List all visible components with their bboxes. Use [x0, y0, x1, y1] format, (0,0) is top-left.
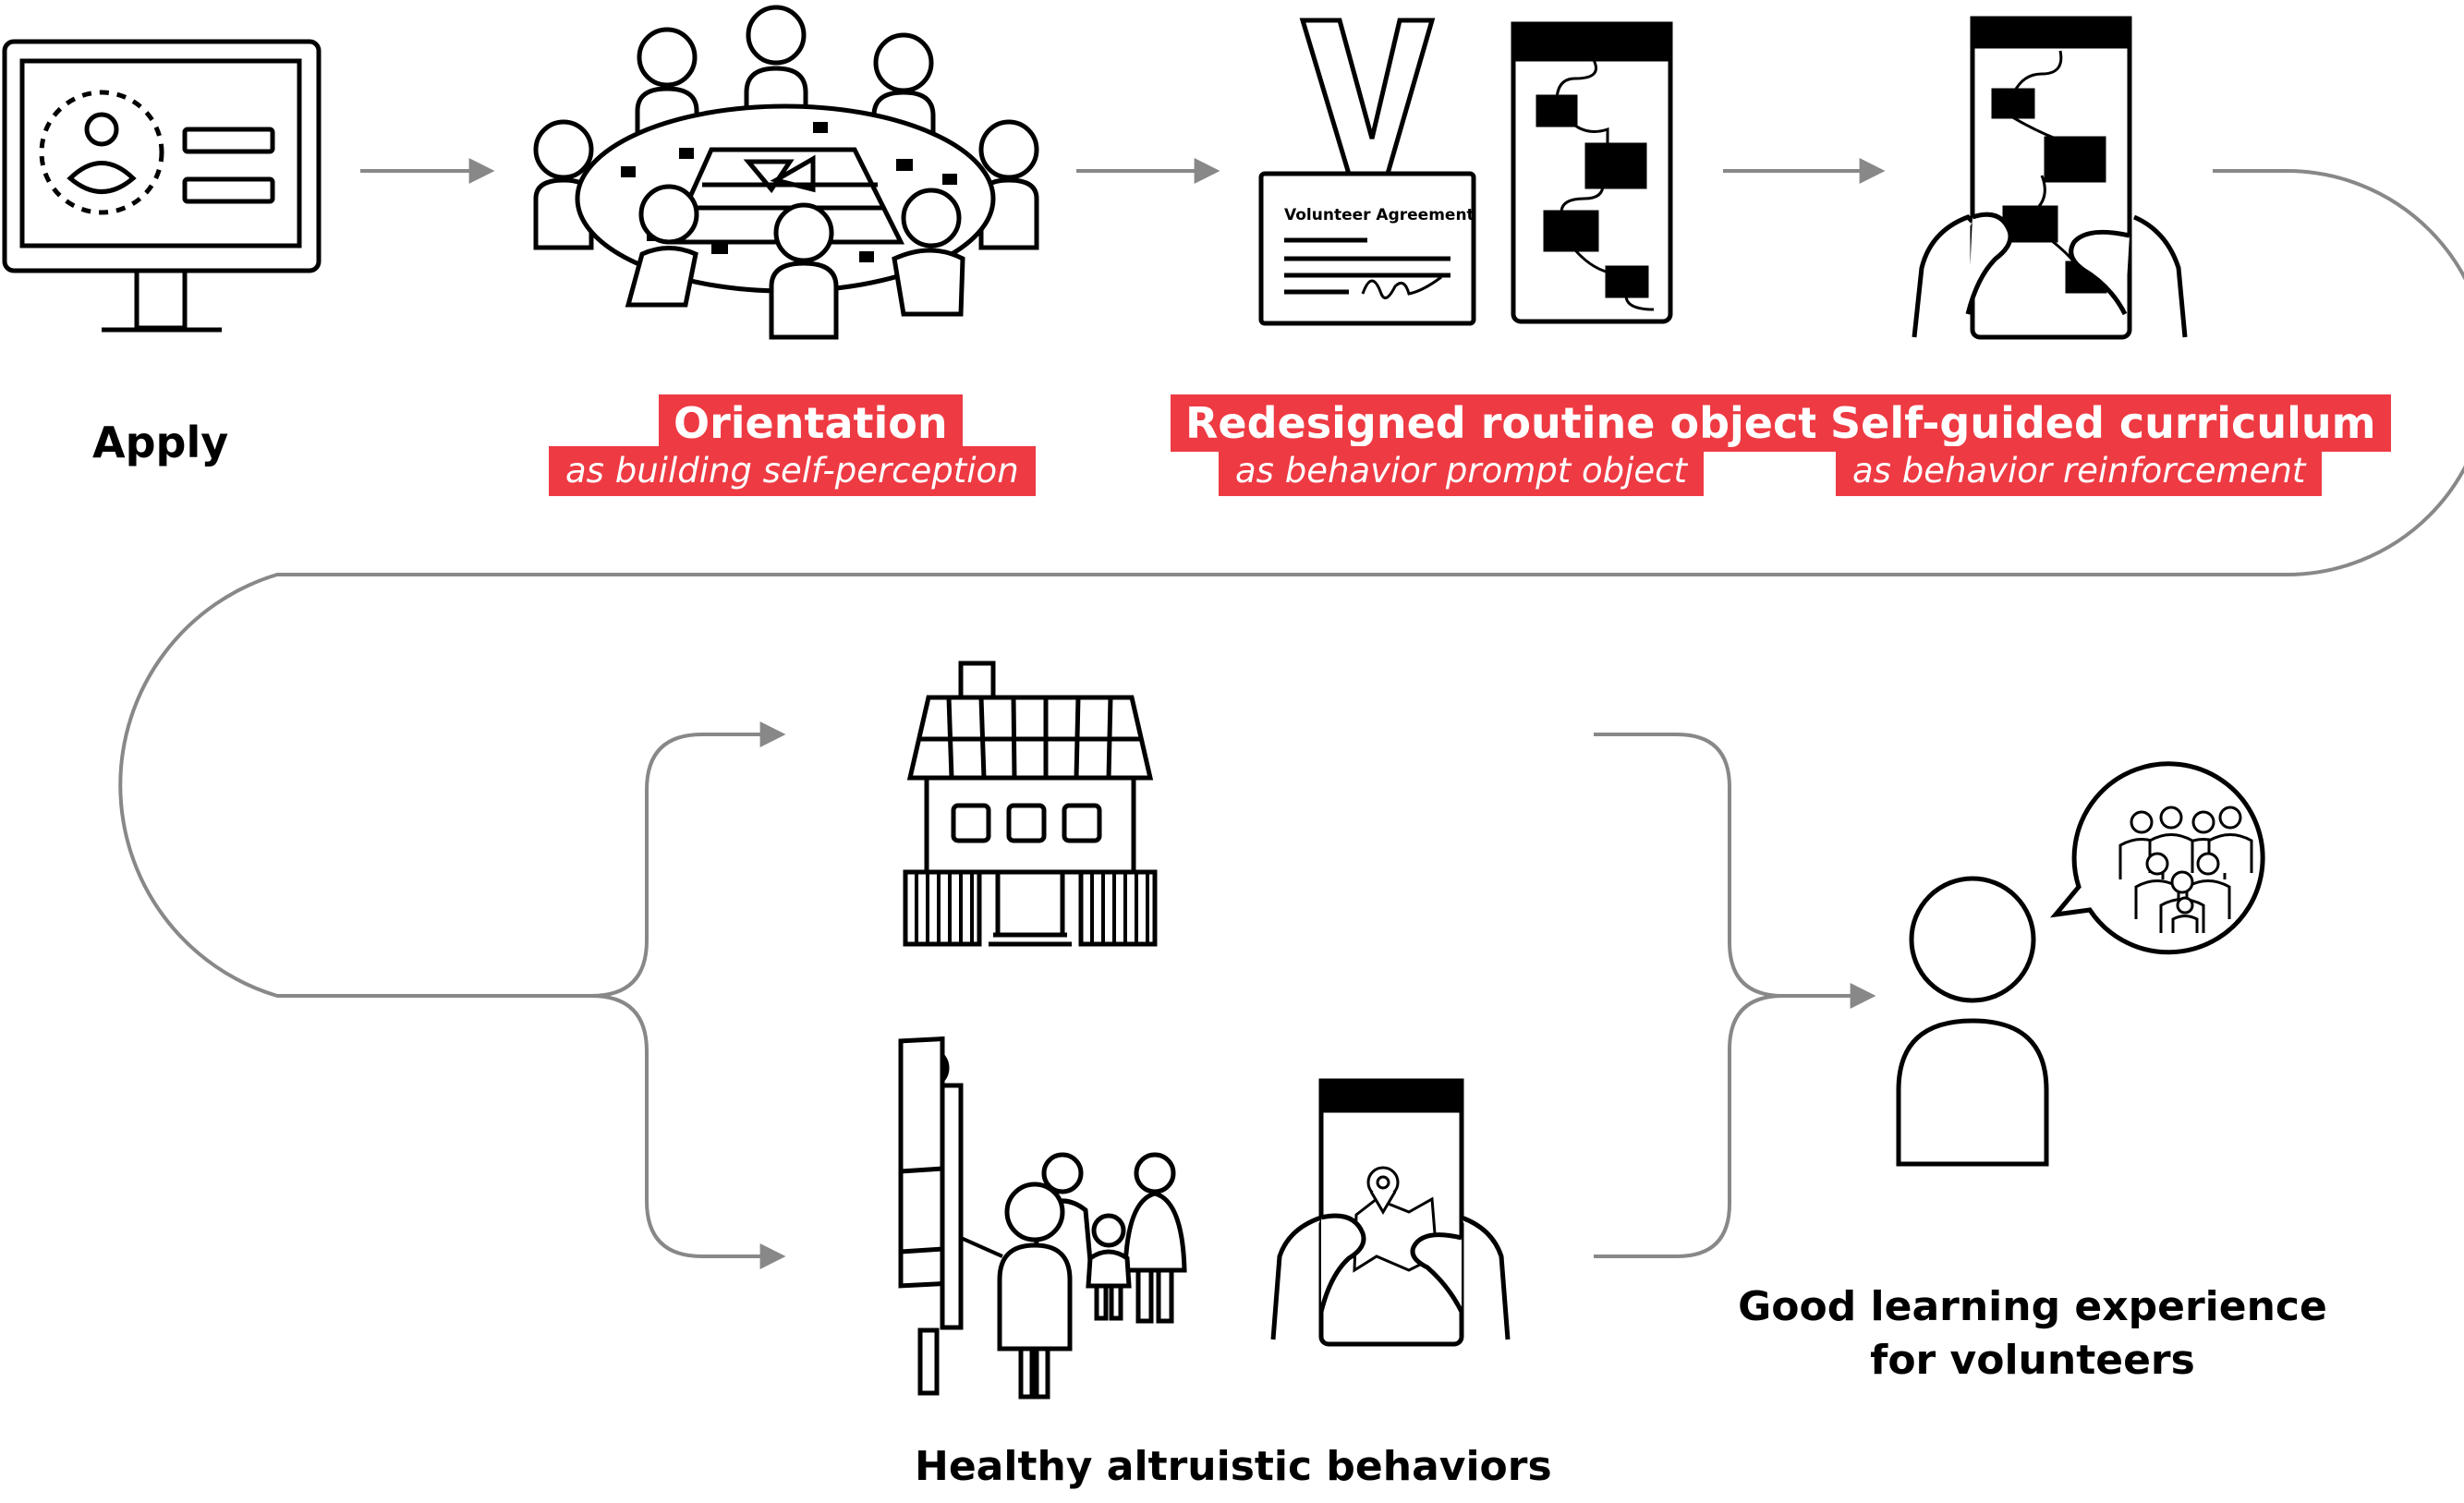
branch-to-community — [590, 994, 786, 1269]
outcome-line-1: Good learning experience — [1738, 1283, 2327, 1330]
orientation-title: Orientation — [659, 394, 963, 452]
apply-label: Apply — [92, 418, 229, 467]
curriculum-subtitle: as behavior reinforcement — [1836, 446, 2323, 496]
hands-phone-icon — [1912, 16, 2188, 340]
street-sign-family-icon — [898, 1036, 1187, 1400]
merge-from-house — [1594, 733, 1784, 998]
computer-profile-icon — [2, 39, 322, 333]
outcome-line-2: for volunteers — [1870, 1337, 2195, 1384]
branch-to-house — [590, 721, 786, 998]
routine-object-subtitle: as behavior prompt object — [1219, 446, 1705, 496]
curriculum-title: Self-guided curriculum — [1815, 394, 2391, 452]
connectors — [118, 158, 2464, 1269]
lanyard-badge-icon: Volunteer Agreement — [1258, 18, 1476, 326]
phone-flowchart-icon — [1511, 21, 1673, 324]
serpentine-connector — [118, 169, 2464, 998]
orientation-subtitle: as building self-perception — [549, 446, 1036, 496]
behaviors-label: Healthy altruistic behaviors — [915, 1443, 1552, 1490]
house-icon — [903, 661, 1158, 947]
person-speech-bubble-icon — [1896, 761, 2265, 1167]
outcome-label: Good learning experience for volunteers — [1737, 1280, 2328, 1388]
agreement-heading: Volunteer Agreement — [1284, 206, 1475, 224]
meeting-table-icon — [533, 5, 1039, 340]
merge-from-community — [1594, 994, 1784, 1258]
hands-phone-map-icon — [1270, 1078, 1511, 1347]
routine-object-title: Redesigned routine object — [1171, 394, 1834, 452]
